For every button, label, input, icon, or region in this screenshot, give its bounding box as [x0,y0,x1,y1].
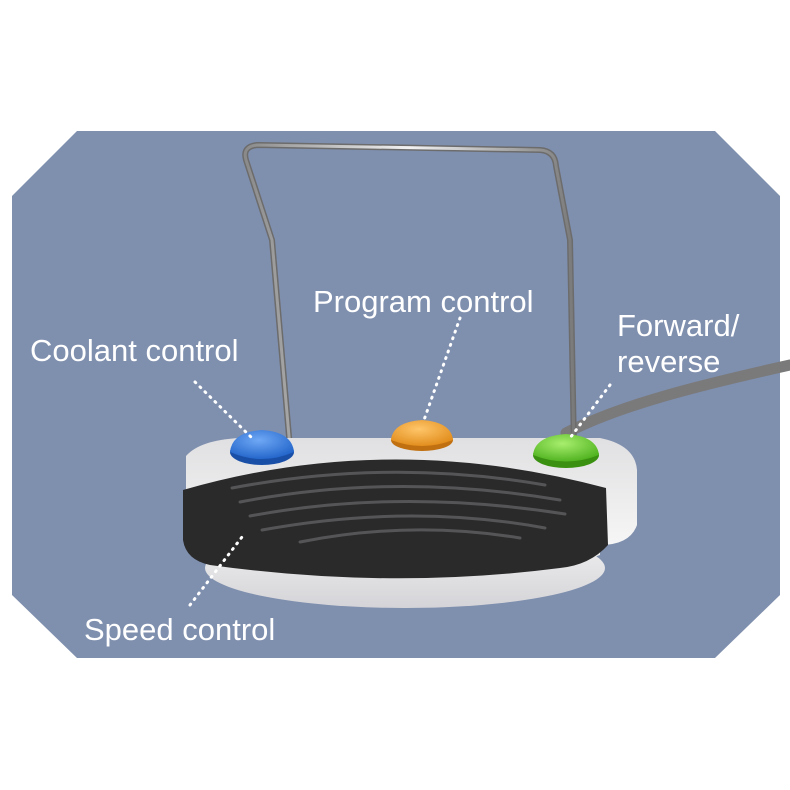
pedal-grooves [230,470,567,544]
coolant-control-label: Coolant control [30,333,239,368]
forward-label: Forward/ [617,308,740,343]
program-control-label: Program control [313,284,534,319]
speed-control-label: Speed control [84,612,275,647]
pedal-plate [183,459,608,579]
power-cable [560,359,790,439]
carry-handle [242,142,577,449]
coolant-leader-line [193,380,254,440]
reverse-label: reverse [617,344,720,379]
forward-reverse-button[interactable] [533,434,599,468]
speed-leader-line [188,535,244,607]
program-button[interactable] [391,420,453,451]
forward-reverse-leader-line [568,383,612,440]
coolant-button[interactable] [230,430,294,465]
program-leader-line [422,316,462,422]
